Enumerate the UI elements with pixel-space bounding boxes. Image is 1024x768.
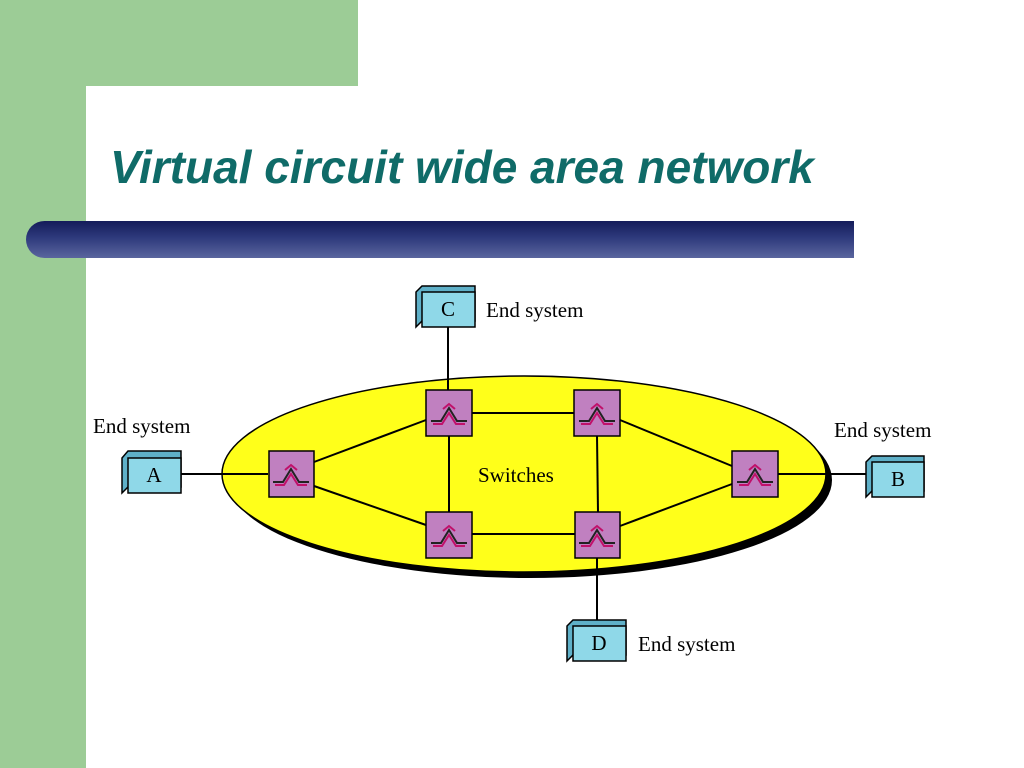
end-system-c-caption: End system [486, 298, 583, 322]
switch-1 [268, 450, 315, 498]
end-system-c-id: C [441, 297, 455, 321]
end-system-b-caption: End system [834, 418, 931, 442]
end-system-a: A [121, 450, 182, 495]
end-system-a-id: A [146, 463, 162, 487]
switch-6 [574, 511, 621, 559]
switch-5 [425, 511, 473, 559]
top-accent-bar [0, 0, 358, 86]
title-underline-bar [26, 221, 854, 258]
end-system-d-id: D [591, 631, 606, 655]
left-accent-bar [0, 0, 86, 768]
link-sw3-sw6 [596, 435, 599, 513]
switch-2 [425, 389, 473, 437]
slide-title: Virtual circuit wide area network [110, 141, 814, 193]
link-sw1-sw5 [313, 485, 427, 526]
switch-3 [573, 389, 621, 437]
link-sw6-sw4 [619, 483, 733, 527]
network-links [181, 327, 866, 620]
switch-4 [731, 450, 779, 498]
link-sw3-sw4 [619, 419, 733, 467]
end-system-c: C [415, 285, 476, 329]
end-system-d-caption: End system [638, 632, 735, 656]
end-system-b: B [865, 455, 925, 499]
end-system-b-id: B [891, 467, 905, 491]
switches-label: Switches [478, 463, 554, 487]
link-sw1-sw2 [313, 419, 427, 463]
end-system-a-caption: End system [93, 414, 190, 438]
end-system-d: D [566, 619, 627, 663]
